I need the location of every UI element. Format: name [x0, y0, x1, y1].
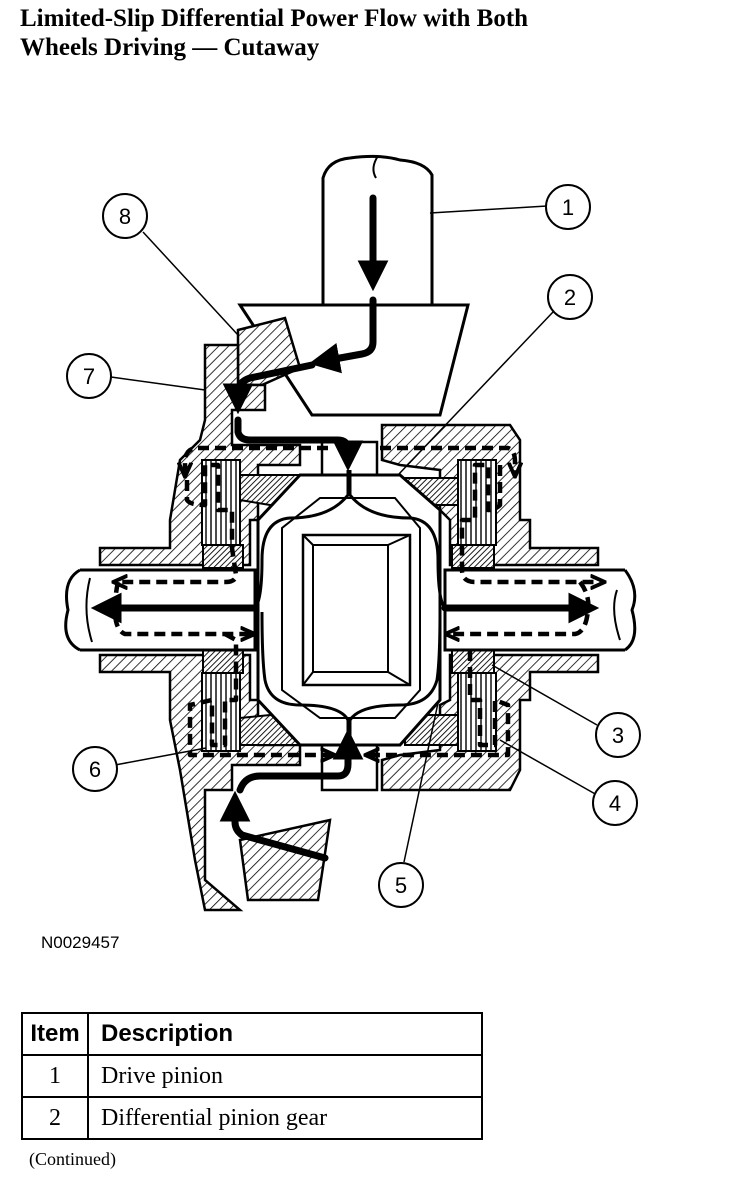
callout-2: 2: [547, 274, 593, 320]
callout-4: 4: [592, 780, 638, 826]
title-line-2: Wheels Driving — Cutaway: [20, 34, 320, 61]
table-row: 2 Differential pinion gear: [21, 1096, 483, 1140]
power-flow-solid: [90, 194, 600, 862]
title-line-1: Limited-Slip Differential Power Flow wit…: [20, 5, 529, 32]
side-gear-left-upper: [202, 544, 244, 569]
page-title: Limited-Slip Differential Power Flow wit…: [20, 4, 720, 62]
svg-text:8: 8: [119, 204, 131, 229]
table-row: 1 Drive pinion: [21, 1054, 483, 1098]
figure-code: N0029457: [41, 933, 120, 952]
ring-gear-lower: [238, 818, 332, 902]
svg-text:5: 5: [395, 873, 407, 898]
svg-text:3: 3: [612, 723, 624, 748]
drive-pinion-shaft: [321, 154, 434, 305]
svg-text:7: 7: [83, 364, 95, 389]
callout-leaders: [110, 205, 598, 863]
svg-text:6: 6: [89, 757, 101, 782]
side-gear-right-upper: [451, 544, 495, 569]
callout-8: 8: [102, 193, 148, 239]
svg-text:2: 2: [564, 285, 576, 310]
drive-pinion-head: [237, 303, 470, 417]
pinion-cross-shaft: [301, 533, 412, 687]
callout-5: 5: [378, 862, 424, 908]
callout-3: 3: [595, 712, 641, 758]
callout-6: 6: [72, 746, 118, 792]
callout-7: 7: [66, 353, 112, 399]
svg-text:4: 4: [609, 791, 621, 816]
callout-1: 1: [545, 184, 591, 230]
continued-note: (Continued): [29, 1149, 116, 1169]
column-header-description: Description: [87, 1012, 483, 1056]
item-table: Item Description 1 Drive pinion 2 Differ…: [21, 1012, 483, 1140]
row-description: Drive pinion: [87, 1054, 483, 1098]
column-header-item: Item: [21, 1012, 89, 1056]
row-item-number: 2: [21, 1096, 89, 1140]
svg-text:1: 1: [562, 195, 574, 220]
table-header-row: Item Description: [21, 1012, 483, 1056]
row-item-number: 1: [21, 1054, 89, 1098]
power-flow-dashed: [115, 445, 600, 755]
row-description: Differential pinion gear: [87, 1096, 483, 1140]
side-gear-right-lower: [451, 647, 495, 674]
